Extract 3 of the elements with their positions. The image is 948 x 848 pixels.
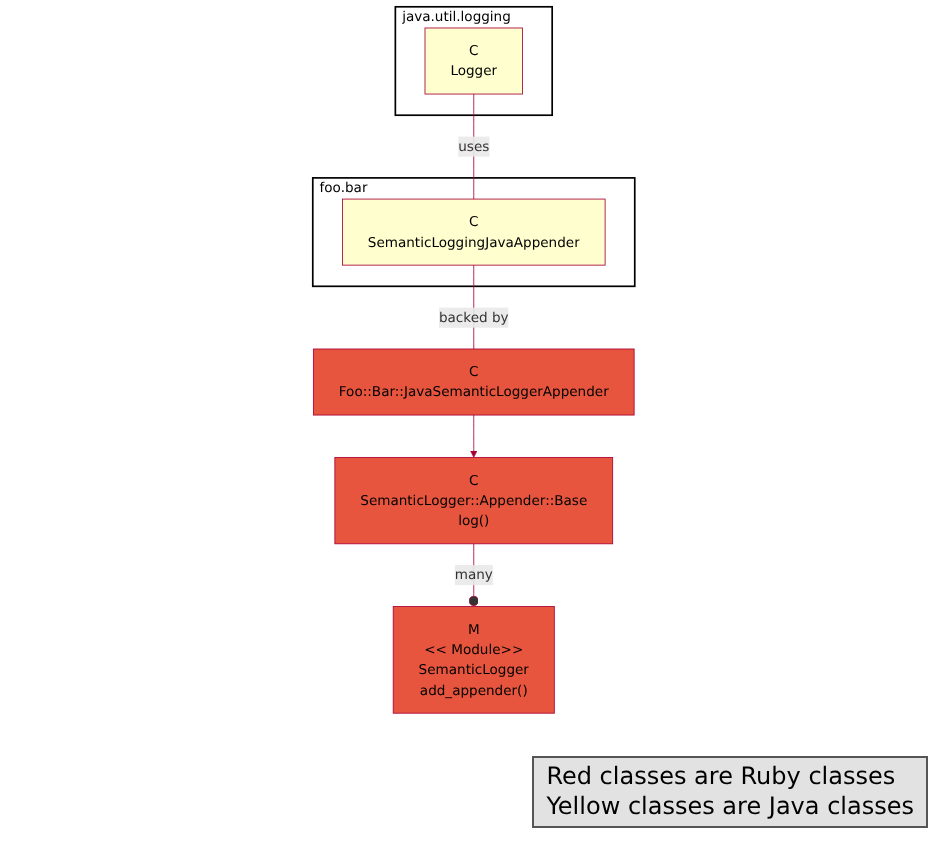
connector (473, 93, 475, 200)
note-text: Yellow classes are Java classes (546, 792, 914, 822)
note-text: Red classes are Ruby classes (546, 762, 898, 792)
